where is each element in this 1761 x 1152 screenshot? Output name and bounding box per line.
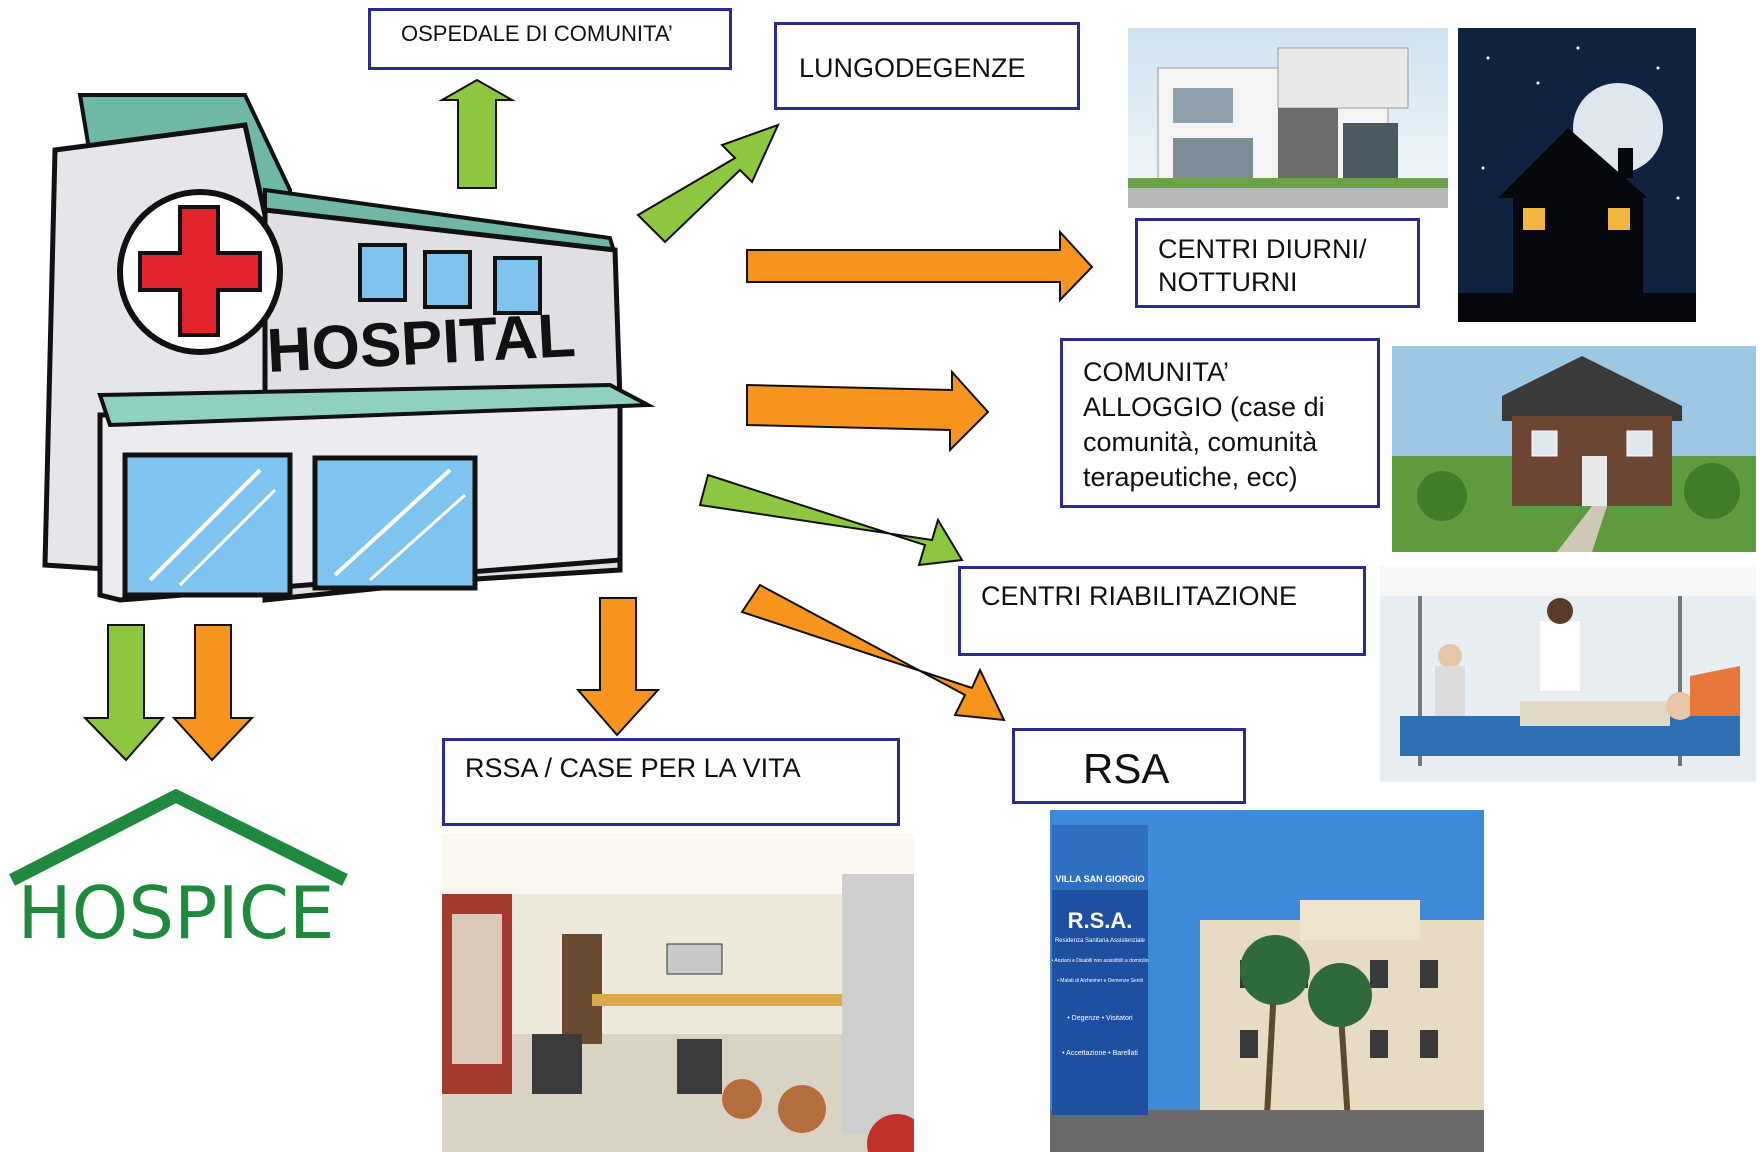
centri-diurni-label: CENTRI DIURNI/ NOTTURNI (1158, 234, 1367, 297)
hospice-label: HOSPICE (18, 871, 335, 955)
rssa-label: RSSA / CASE PER LA VITA (465, 753, 801, 783)
box-rsa: RSA (1012, 728, 1246, 804)
arrow-orange-hospice (171, 624, 255, 762)
arrow-green-hospice (82, 624, 166, 762)
hospital-label: HOSPITAL (265, 301, 577, 386)
photo-modern-house (1128, 28, 1448, 208)
arrow-up-green (438, 78, 516, 189)
box-rssa: RSSA / CASE PER LA VITA (442, 738, 900, 826)
photo-rssa-interior (442, 834, 914, 1152)
lungodegenze-label: LUNGODEGENZE (799, 53, 1026, 83)
box-comunita-alloggio: COMUNITA’ ALLOGGIO (case di comunità, co… (1060, 338, 1380, 508)
rsa-label: RSA (1083, 745, 1170, 792)
rsa-sign-line4: • Accettazione • Barellati (1062, 1050, 1138, 1057)
rsa-sign-line2: • Malati di Alzheimer e Demenze Senili (1057, 978, 1143, 984)
ospedale-label: OSPEDALE DI COMUNITA’ (401, 21, 673, 46)
photo-community-house (1392, 346, 1756, 552)
comunita-alloggio-label: COMUNITA’ ALLOGGIO (case di comunità, co… (1083, 357, 1325, 492)
photo-rehabilitation (1380, 566, 1756, 782)
box-lungodegenze: LUNGODEGENZE (774, 22, 1080, 110)
centri-riabilitazione-label: CENTRI RIABILITAZIONE (981, 581, 1298, 611)
arrow-green-lungodegenze (636, 123, 780, 244)
arrow-orange-rsa (740, 583, 1006, 722)
rsa-sign-title: R.S.A. (1068, 908, 1133, 933)
arrow-orange-centri-diurni (746, 229, 1094, 303)
box-centri-diurni: CENTRI DIURNI/ NOTTURNI (1135, 218, 1420, 308)
photo-rsa-building: VILLA SAN GIORGIO R.S.A. Residenza Sanit… (1050, 810, 1484, 1152)
photo-night-house (1458, 28, 1696, 322)
arrow-orange-rssa (575, 597, 661, 737)
box-centri-riabilitazione: CENTRI RIABILITAZIONE (958, 566, 1366, 656)
rsa-sign-subtitle: Residenza Sanitaria Assistenziale (1055, 938, 1146, 944)
arrow-orange-comunita (746, 369, 990, 453)
rsa-sign-line3: • Degenze • Visitatori (1067, 1015, 1133, 1022)
box-ospedale-di-comunita: OSPEDALE DI COMUNITA’ (368, 8, 732, 70)
arrow-green-riabilitazione (698, 473, 964, 567)
hospice-roof-icon (9, 788, 348, 886)
rsa-sign-line1: • Anziani e Disabili non assistibili a d… (1051, 958, 1148, 964)
rsa-sign-name: VILLA SAN GIORGIO (1055, 874, 1144, 884)
